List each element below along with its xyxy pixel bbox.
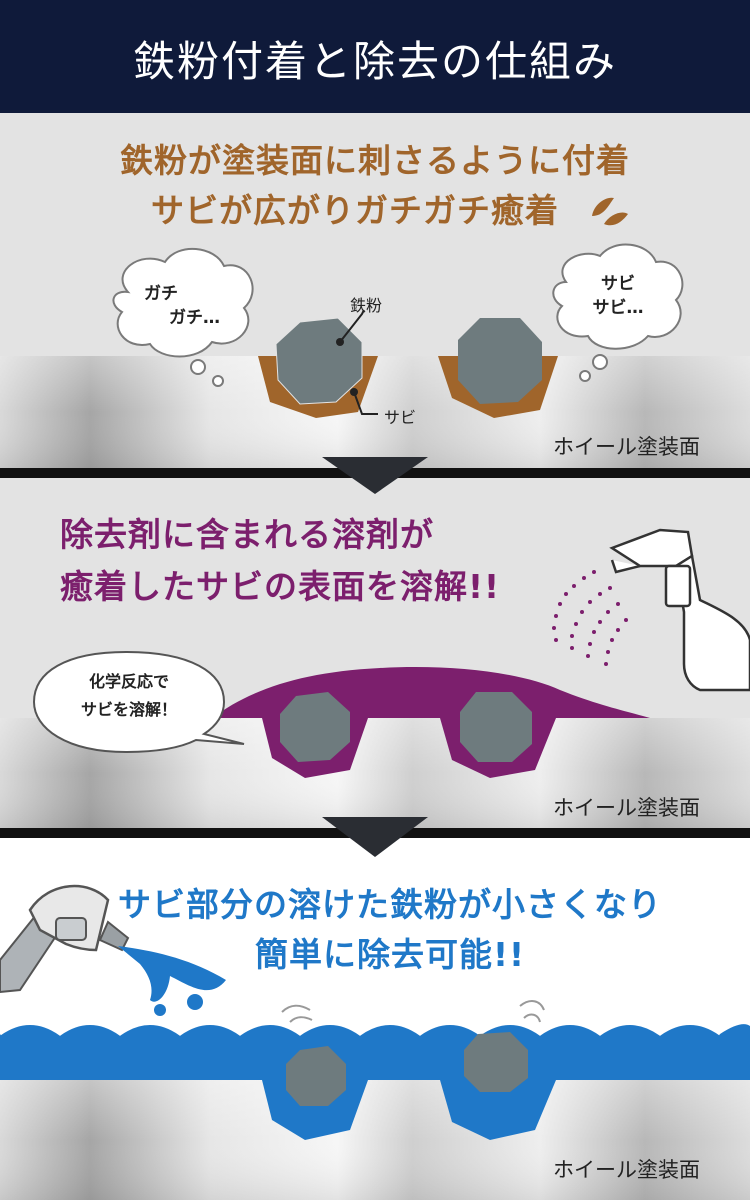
bubble-left-text: ガチ ガチ…: [140, 282, 220, 330]
surface-label-3: ホイール塗装面: [553, 1158, 700, 1182]
iron-particle-left-2: [280, 692, 350, 762]
thought-bubble-left: [112, 248, 254, 358]
speech-bubble-text: 化学反応で サビを溶解！: [54, 668, 204, 724]
panel2-heading-line1: 除去剤に含まれる溶剤が: [60, 515, 434, 554]
down-arrow-icon: [322, 457, 428, 494]
iron-particle-right: [458, 318, 542, 404]
down-arrow-icon: [322, 817, 428, 857]
panel1-heading-line2: サビが広がりガチガチ癒着: [151, 191, 559, 230]
surface-label-2: ホイール塗装面: [553, 796, 700, 820]
bubble-left-line1: ガチ: [144, 284, 178, 304]
panel3-heading-line2: 簡単に除去可能!!: [254, 935, 526, 974]
water-surface: [0, 1023, 750, 1080]
rust-label: サビ: [384, 408, 417, 427]
water-jet: [118, 946, 226, 1002]
motion-lines: [281, 1000, 545, 1023]
spray-bottle-icon: [609, 528, 750, 692]
bubble-right-line1: サビ: [601, 274, 635, 294]
iron-particle-right-2: [460, 692, 532, 762]
spray-nozzle-icon: [0, 884, 226, 1016]
water-pit-right: [440, 1080, 556, 1140]
header-bar: [0, 0, 750, 113]
iron-particle-right-3: [464, 1032, 528, 1092]
speech-bubble: [32, 650, 245, 754]
spray-mist: [552, 570, 628, 666]
page-title: 鉄粉付着と除去の仕組み: [132, 37, 617, 86]
water-pit-left: [262, 1080, 368, 1140]
speech-bubble-line2: サビを溶解！: [80, 700, 177, 719]
thought-bubble-right: [552, 243, 684, 350]
speech-bubble-line1: 化学反応で: [88, 672, 169, 691]
bubble-left-line2: ガチ…: [169, 308, 220, 328]
bubble-right-text: サビ サビ…: [576, 272, 660, 320]
panel2-heading-line2: 癒着したサビの表面を溶解!!: [60, 567, 501, 606]
bubble-right-line2: サビ…: [592, 298, 644, 318]
water-foam: [0, 1022, 721, 1036]
iron-label: 鉄粉: [350, 296, 383, 315]
panel3-heading-line1: サビ部分の溶けた鉄粉が小さくなり: [118, 885, 662, 924]
iron-particle-left-3: [286, 1046, 346, 1106]
surface-label-1: ホイール塗装面: [553, 435, 700, 459]
panel1-heading-line1: 鉄粉が塗装面に刺さるように付着: [120, 141, 630, 180]
drops-icon: [592, 197, 628, 226]
